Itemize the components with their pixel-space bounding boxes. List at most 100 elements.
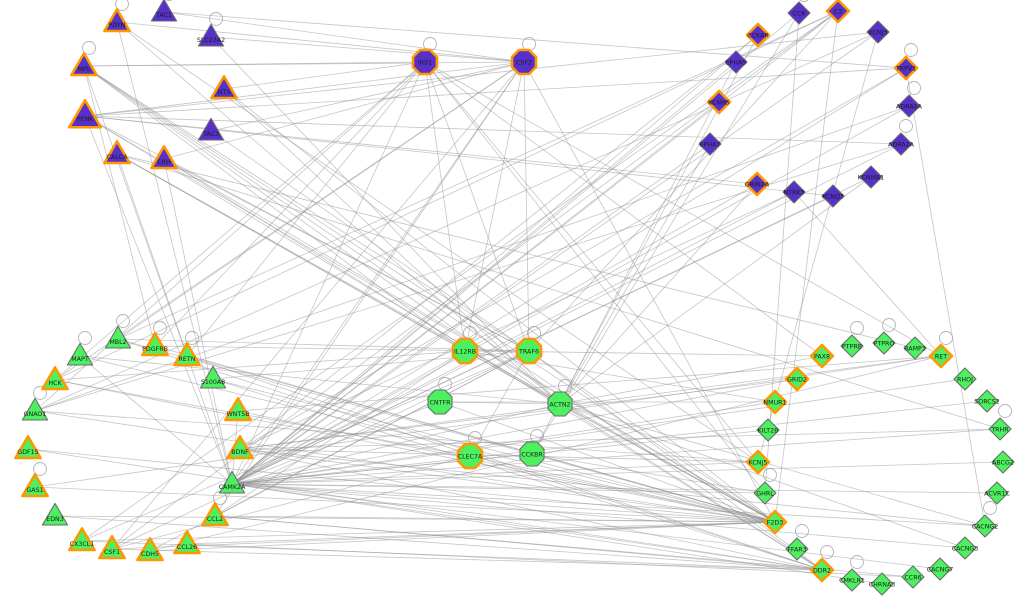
edge-kcnj3-gnao1[interactable]	[34, 31, 879, 412]
node-pdyn[interactable]: PDYN	[103, 8, 131, 33]
diamond-shape[interactable]	[762, 389, 788, 415]
node-edn3[interactable]: EDN3	[41, 502, 69, 526]
edge-adra2a-camk2a[interactable]	[231, 143, 902, 485]
edge-ntrk3-camk2a[interactable]	[231, 191, 795, 485]
edge-mapt-f2rl3[interactable]	[79, 355, 776, 523]
edge-slc22a2-csf2[interactable]	[210, 36, 525, 63]
node-irs1[interactable]: IRS1	[411, 48, 439, 76]
diamond-shape[interactable]	[698, 132, 722, 156]
edge-cck-cckbr[interactable]	[531, 12, 800, 455]
triangle-shape[interactable]	[136, 537, 164, 562]
diamond-shape[interactable]	[953, 367, 977, 391]
diamond-shape[interactable]	[782, 180, 806, 204]
edge-camk2a-cacng3[interactable]	[231, 483, 966, 549]
triangle-shape[interactable]	[173, 530, 201, 555]
triangle-shape[interactable]	[226, 435, 254, 460]
edge-nts-f2rl3[interactable]	[223, 88, 776, 523]
edge-csf2-camk2a[interactable]	[231, 61, 525, 485]
diamond-shape[interactable]	[840, 334, 864, 358]
diamond-shape[interactable]	[893, 55, 919, 81]
node-ghrl[interactable]: GHRL	[753, 481, 777, 505]
node-mbl2[interactable]: MBL2	[104, 325, 132, 349]
node-cntfr[interactable]: CNTFR	[427, 389, 453, 415]
edge-grin2a-actn2[interactable]	[559, 183, 758, 405]
edge-c3-hck[interactable]	[54, 10, 839, 381]
triangle-shape[interactable]	[67, 98, 103, 129]
edge-mpl-f2rl3[interactable]	[83, 65, 776, 523]
node-mapt[interactable]: MAPT	[66, 342, 94, 366]
edge-csf1-ddr2[interactable]	[111, 548, 823, 571]
node-rhoj[interactable]: RHOJ	[953, 367, 977, 391]
node-actn2[interactable]: ACTN2	[547, 391, 573, 417]
node-ntrk3[interactable]: NTRK3	[782, 180, 806, 204]
edge-calca-f2rl3[interactable]	[116, 153, 776, 523]
edge-cx3cl1-f2rl3[interactable]	[81, 521, 776, 542]
edge-nts-irs1[interactable]	[223, 61, 426, 90]
diamond-shape[interactable]	[928, 343, 954, 369]
diamond-shape[interactable]	[825, 0, 851, 24]
triangle-shape[interactable]	[199, 365, 227, 389]
node-wnt5b[interactable]: WNT5B	[224, 397, 252, 422]
octagon-shape[interactable]	[451, 337, 479, 365]
edge-traf6-csf1[interactable]	[111, 350, 530, 550]
edge-bdnf-cacng2[interactable]	[239, 448, 986, 527]
node-traf6[interactable]: TRAF6	[515, 337, 543, 365]
edge-actn2-mapt[interactable]	[79, 355, 561, 405]
edge-trpv1-cacng2[interactable]	[905, 67, 986, 527]
diamond-shape[interactable]	[901, 565, 925, 589]
triangle-shape[interactable]	[141, 332, 169, 357]
diamond-shape[interactable]	[809, 343, 835, 369]
diamond-shape[interactable]	[821, 184, 845, 208]
edge-ntrk3-ret[interactable]	[793, 191, 942, 357]
diamond-shape[interactable]	[706, 89, 732, 115]
diamond-shape[interactable]	[809, 557, 835, 583]
edge-il12rb-nmur1[interactable]	[464, 350, 776, 403]
edge-c3-traf6[interactable]	[528, 10, 839, 352]
edge-gas1-f2rl3[interactable]	[34, 486, 776, 523]
triangle-shape[interactable]	[150, 145, 178, 170]
edge-clec7a-f2rl3[interactable]	[469, 455, 776, 523]
self-loop-gnao1[interactable]	[33, 386, 47, 400]
edge-cntfr-camk2a[interactable]	[231, 401, 441, 485]
edge-traf6-ddr2[interactable]	[528, 350, 823, 571]
edge-penk-f2rl3[interactable]	[84, 115, 776, 523]
triangle-shape[interactable]	[224, 397, 252, 422]
edge-gdf15-f2rl3[interactable]	[27, 448, 776, 523]
edge-penk-trpv1[interactable]	[84, 67, 907, 117]
edge-c3-f2rl3[interactable]	[774, 10, 839, 523]
edge-bdnf-grid2[interactable]	[239, 378, 798, 450]
edge-camk2a-sorcs2[interactable]	[231, 400, 988, 485]
edge-bdnf-kcnj5[interactable]	[239, 448, 759, 463]
node-klrb1[interactable]: KILT2B	[756, 418, 780, 442]
node-gas1[interactable]: GAS1	[21, 473, 49, 498]
edge-camk2a-kcnj5[interactable]	[231, 461, 759, 485]
diamond-shape[interactable]	[953, 536, 977, 560]
edge-penk-grin2a[interactable]	[84, 115, 758, 185]
triangle-shape[interactable]	[21, 397, 49, 421]
node-adra2a[interactable]: ADRA2A	[888, 132, 915, 156]
octagon-shape[interactable]	[510, 48, 538, 76]
edge-bdnf-f2rl3[interactable]	[239, 448, 776, 523]
triangle-shape[interactable]	[70, 52, 98, 77]
edge-pdyn-actn2[interactable]	[116, 21, 561, 405]
edge-kcnj3-camk2a[interactable]	[231, 31, 879, 485]
diamond-shape[interactable]	[872, 331, 896, 355]
diamond-shape[interactable]	[753, 481, 777, 505]
octagon-shape[interactable]	[411, 48, 439, 76]
self-loop-trhr[interactable]	[998, 404, 1012, 418]
edge-irs1-il12rb[interactable]	[424, 61, 466, 352]
self-loop-cmklr1[interactable]	[850, 555, 864, 569]
self-loop-trpv1[interactable]	[904, 43, 918, 57]
self-loop-cck[interactable]	[798, 0, 811, 2]
node-cckar[interactable]: CCKAR	[745, 22, 771, 48]
edge-edn3-ddr2[interactable]	[54, 515, 823, 571]
edge-adra1a-camk2a[interactable]	[231, 105, 910, 485]
self-loop-ddr2[interactable]	[820, 545, 834, 559]
diamond-shape[interactable]	[745, 449, 771, 475]
edge-cckbr-ghrl[interactable]	[531, 453, 766, 494]
edge-actn2-cacng2[interactable]	[559, 403, 986, 527]
edge-pdgfrb-pax8[interactable]	[154, 345, 823, 357]
node-trpv1[interactable]: TRPV1	[893, 55, 919, 81]
node-il12rb[interactable]: IL12RB	[451, 337, 479, 365]
edge-gnao1-f2rl3[interactable]	[34, 410, 776, 523]
